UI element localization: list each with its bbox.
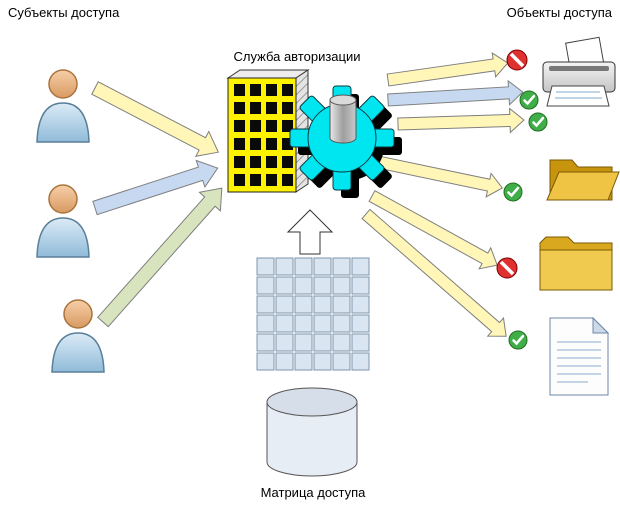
matrix-cell — [332, 295, 351, 314]
allow-icon — [508, 330, 528, 350]
matrix-cell — [275, 276, 294, 295]
arrow-service-to-printer-allowed-2 — [397, 107, 525, 134]
matrix-cell — [256, 295, 275, 314]
matrix-cell — [332, 333, 351, 352]
matrix-cell — [332, 257, 351, 276]
arrow-service-to-printer-denied — [386, 52, 509, 87]
matrix-cell — [351, 314, 370, 333]
building-windows — [234, 84, 294, 188]
arrow-service-to-open-folder — [376, 155, 504, 198]
objects-label: Объекты доступа — [507, 5, 613, 20]
access-matrix-grid — [256, 257, 370, 371]
matrix-cell — [294, 295, 313, 314]
person-icon — [51, 299, 105, 373]
matrix-cell — [256, 352, 275, 371]
matrix-cell — [313, 333, 332, 352]
matrix-cell — [256, 257, 275, 276]
matrix-cell — [332, 352, 351, 371]
arrow-service-to-document — [361, 208, 507, 337]
deny-icon — [496, 257, 518, 279]
access-matrix-label: Матрица доступа — [261, 485, 367, 500]
matrix-cell — [313, 276, 332, 295]
building-roof — [226, 69, 310, 79]
matrix-cell — [275, 295, 294, 314]
document-icon — [549, 316, 610, 396]
deny-icon — [506, 49, 528, 71]
arrow-user2-to-service — [92, 159, 219, 216]
matrix-cell — [256, 333, 275, 352]
allow-icon — [503, 182, 523, 202]
gear-axle — [329, 94, 357, 144]
matrix-cell — [294, 276, 313, 295]
printer-icon — [542, 36, 616, 107]
allow-icon — [519, 90, 539, 110]
matrix-cell — [351, 352, 370, 371]
open-folder-icon — [546, 159, 620, 201]
subject-user-2 — [36, 184, 90, 258]
matrix-cell — [313, 352, 332, 371]
closed-folder-icon — [539, 236, 613, 291]
arrow-service-to-printer-allowed-1 — [387, 79, 524, 107]
authorization-service-label: Служба авторизации — [234, 49, 361, 64]
matrix-cell — [275, 257, 294, 276]
matrix-cell — [294, 314, 313, 333]
subject-user-1 — [36, 69, 90, 143]
matrix-cell — [313, 295, 332, 314]
allow-icon — [528, 112, 548, 132]
matrix-cell — [275, 333, 294, 352]
matrix-cell — [294, 257, 313, 276]
subjects-label: Субъекты доступа — [8, 5, 120, 20]
person-icon — [36, 184, 90, 258]
matrix-cell — [332, 314, 351, 333]
subject-user-3 — [51, 299, 105, 373]
matrix-cell — [275, 314, 294, 333]
arrow-service-to-closed-folder — [368, 190, 498, 270]
matrix-cell — [294, 352, 313, 371]
matrix-to-service-arrow — [286, 209, 334, 255]
authorization-service-building — [226, 69, 310, 193]
matrix-cell — [256, 314, 275, 333]
matrix-cell — [275, 352, 294, 371]
matrix-cell — [332, 276, 351, 295]
matrix-cell — [351, 333, 370, 352]
arrow-user1-to-service — [91, 81, 220, 157]
matrix-cell — [256, 276, 275, 295]
person-icon — [36, 69, 90, 143]
matrix-cell — [351, 276, 370, 295]
database-icon — [266, 387, 358, 477]
gear-icon — [289, 85, 402, 198]
matrix-cell — [313, 257, 332, 276]
matrix-cell — [351, 257, 370, 276]
matrix-cell — [294, 333, 313, 352]
matrix-cell — [313, 314, 332, 333]
arrow-user3-to-service — [97, 187, 223, 328]
matrix-cell — [351, 295, 370, 314]
